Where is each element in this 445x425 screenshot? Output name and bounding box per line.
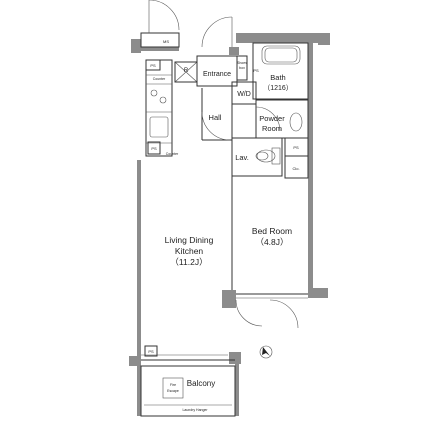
- ldk-area: （11.2J）: [170, 257, 207, 267]
- ps-counter-label: PS: [151, 146, 157, 151]
- plan-outlines: [140, 32, 309, 417]
- bedroom-line1: Bed Room: [252, 226, 292, 236]
- bath-line1: Bath: [270, 73, 285, 82]
- ps-bath-label: PS: [253, 68, 259, 73]
- sink-icon: [149, 116, 169, 138]
- north-arrow-icon: [259, 345, 273, 359]
- counter-bottom-label: Counter: [166, 152, 179, 156]
- powder-line2: Room: [262, 124, 282, 133]
- ps-lav-label: PS: [293, 145, 299, 150]
- structural-walls: [129, 33, 330, 416]
- balcony-label: Balcony: [187, 379, 215, 388]
- entrance-label: Entrance: [203, 71, 231, 78]
- stove-icon: [150, 89, 167, 104]
- box-label: box: [239, 66, 245, 70]
- lav-label: Lav.: [235, 153, 249, 162]
- ldk-line1: Living Dining: [165, 235, 214, 245]
- ldk-line2: Kitchen: [175, 246, 204, 256]
- shoes-label: Shoes: [237, 61, 247, 65]
- ldk-label: Living Dining Kitchen （11.2J）: [165, 235, 214, 267]
- r-label: R: [184, 68, 189, 74]
- ps-balcony-label: PS: [148, 349, 154, 354]
- ps-top-label: PS: [150, 63, 156, 68]
- powder-line1: Powder: [259, 114, 285, 123]
- fire-escape-label-2: Escape: [167, 389, 179, 393]
- wd-label: W/D: [237, 91, 251, 98]
- bedroom-area: （4.8J）: [255, 237, 288, 247]
- laundry-hanger-label: Laundry Hanger: [182, 408, 208, 412]
- counter-top-label: Counter: [153, 77, 166, 81]
- bathtub-icon: [264, 47, 298, 63]
- ms-label: MS: [163, 39, 169, 44]
- bedroom-label: Bed Room （4.8J）: [252, 226, 292, 247]
- toilet-icon: [255, 151, 269, 161]
- fire-escape-label-1: Fire: [170, 383, 176, 387]
- clo-label: Clo.: [292, 166, 299, 171]
- door-arcs: [148, 0, 299, 329]
- bath-line2: （1216）: [263, 84, 293, 92]
- hall-label: Hall: [209, 113, 222, 122]
